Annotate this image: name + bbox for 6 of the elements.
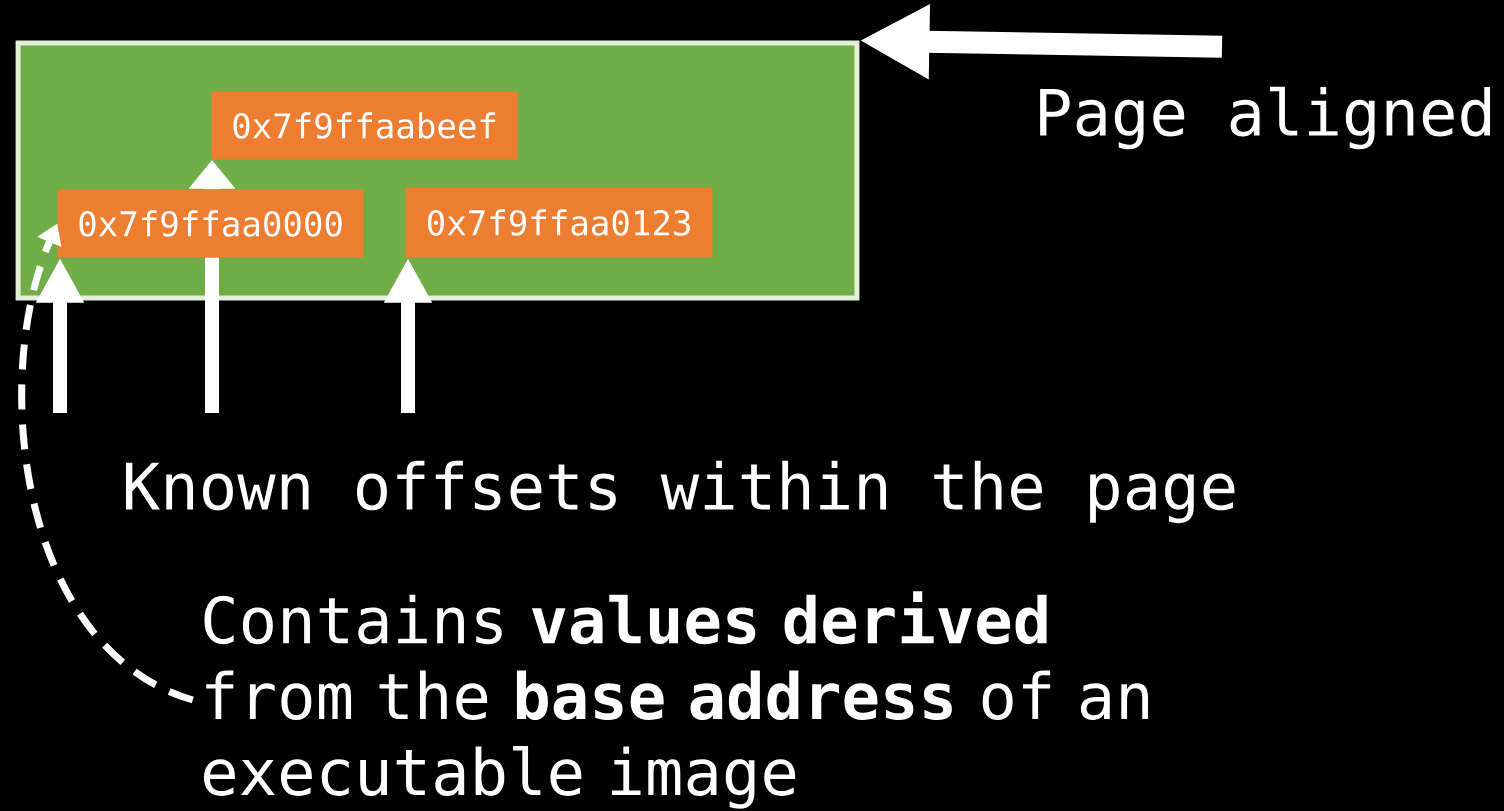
- address-box: 0x7f9ffaa0000: [57, 189, 364, 258]
- address-box: 0x7f9ffaa0123: [405, 187, 713, 258]
- annotation-text: Page aligned: [1040, 86, 1490, 150]
- annotation-text: Contains values derived from the base address of an executable image: [203, 591, 1149, 809]
- address-box: 0x7f9ffaabeef: [211, 91, 518, 160]
- annotation-text: Known offsets within the page: [126, 460, 1235, 524]
